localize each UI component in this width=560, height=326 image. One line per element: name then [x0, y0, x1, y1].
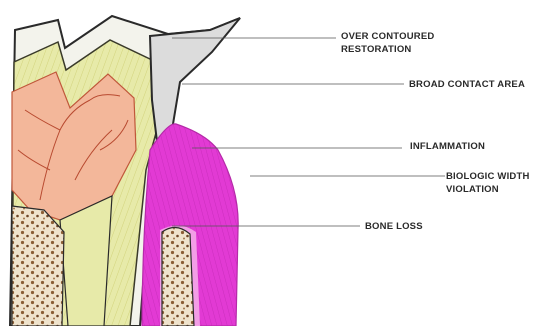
label-biologic-width-line1: BIOLOGIC WIDTH — [446, 170, 530, 183]
label-bone-loss: BONE LOSS — [365, 220, 423, 233]
label-biologic-width-line2: VIOLATION — [446, 183, 530, 196]
label-biologic-width-violation: BIOLOGIC WIDTH VIOLATION — [446, 170, 530, 196]
label-broad-contact-area: BROAD CONTACT AREA — [409, 78, 525, 91]
label-inflammation: INFLAMMATION — [410, 140, 485, 153]
label-over-contoured-line2: RESTORATION — [341, 43, 434, 56]
label-over-contoured-restoration: OVER CONTOURED RESTORATION — [341, 30, 434, 56]
bone-right — [162, 227, 194, 326]
bone-left — [12, 206, 64, 326]
label-over-contoured-line1: OVER CONTOURED — [341, 30, 434, 43]
